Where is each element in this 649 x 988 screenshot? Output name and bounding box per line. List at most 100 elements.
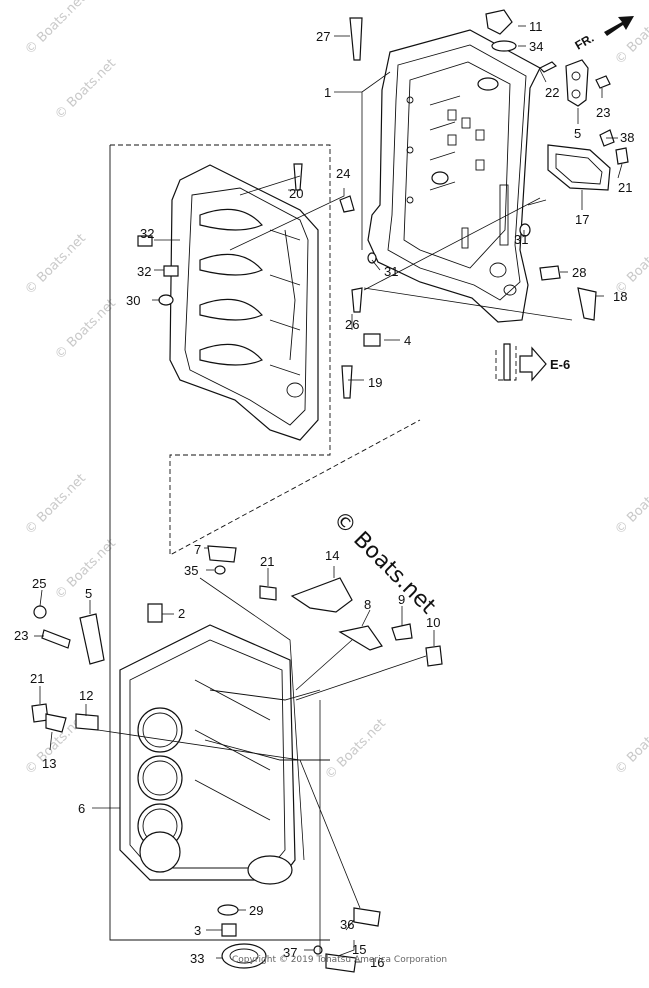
callout-4: 4 (404, 333, 411, 348)
callout-30: 30 (126, 293, 140, 308)
watermark: © Boats.net (52, 296, 119, 363)
part-25-seal (33, 605, 47, 619)
callout-23-lower: 23 (14, 628, 28, 643)
callout-5-lower: 5 (85, 586, 92, 601)
part-32-dowel-b (163, 265, 179, 277)
callout-23-upper: 23 (596, 105, 610, 120)
part-19-bolt (341, 365, 353, 399)
callout-31-a: 31 (514, 232, 528, 247)
part-8-wire (338, 625, 383, 651)
callout-7: 7 (194, 542, 201, 557)
part-5-gasket-lower (79, 613, 105, 665)
callout-37: 37 (283, 945, 297, 960)
callout-18: 18 (613, 289, 627, 304)
callout-20: 20 (289, 186, 303, 201)
callout-21-lower: 21 (30, 671, 44, 686)
callout-13: 13 (42, 756, 56, 771)
part-23-bolt-lower (41, 629, 71, 649)
watermark: © Boats.net (22, 471, 89, 538)
reference-label: E-6 (550, 357, 570, 372)
callout-15: 15 (352, 942, 366, 957)
watermark: © Boats.net (612, 1, 649, 68)
part-30-seal (158, 294, 174, 306)
watermark: © Boats.net (612, 231, 649, 298)
part-2-plug (147, 603, 163, 623)
part-5-gasket-upper (565, 59, 589, 107)
callout-11: 11 (529, 19, 543, 34)
front-label: FR. (573, 31, 597, 53)
watermark: © Boats.net (52, 56, 119, 123)
cylinder-head-frame (109, 144, 421, 941)
callout-10: 10 (426, 615, 440, 630)
callout-25: 25 (32, 576, 46, 591)
watermark: © Boats.net (22, 0, 89, 58)
part-12-sensor (75, 713, 99, 731)
part-26-bolt (351, 287, 363, 313)
callout-1: 1 (324, 85, 331, 100)
part-4-plug (363, 333, 381, 347)
callout-labels: 27 11 34 1 22 23 5 38 21 17 20 24 32 32 … (14, 19, 634, 970)
callout-26: 26 (345, 317, 359, 332)
callout-5-upper: 5 (574, 126, 581, 141)
part-16-sensor (325, 953, 357, 973)
part-23-bolt-upper (595, 75, 611, 89)
callout-6: 6 (78, 801, 85, 816)
watermark: © Boats.net (612, 471, 649, 538)
part-36-sensor (353, 907, 381, 927)
callout-27: 27 (316, 29, 330, 44)
part-37-oring (313, 945, 323, 955)
part-14-bracket (290, 577, 353, 613)
callout-17: 17 (575, 212, 589, 227)
watermark-layer: © Boats.net © Boats.net © Boats.net © Bo… (22, 0, 649, 783)
callout-29: 29 (249, 903, 263, 918)
reference-e6: E-6 (495, 343, 570, 382)
front-arrow-icon (604, 16, 634, 36)
watermark: © Boats.net (22, 231, 89, 298)
watermark: © Boats.net (322, 716, 389, 783)
part-9-bolt (391, 623, 413, 641)
callout-22: 22 (545, 85, 559, 100)
callout-9: 9 (398, 592, 405, 607)
part-3-plug (221, 923, 237, 937)
part-21-bolt-mid (259, 585, 277, 601)
callout-2: 2 (178, 606, 185, 621)
part-35-oring (214, 565, 226, 575)
part-34-oring (491, 40, 517, 52)
part-cylinder-head (169, 164, 319, 441)
callout-34: 34 (529, 39, 543, 54)
part-21-bolt-upper (615, 147, 629, 165)
callout-32-a: 32 (140, 226, 154, 241)
callout-16: 16 (370, 955, 384, 970)
part-6-cylinder-block-lower (119, 624, 330, 885)
part-31-dowel-lower (367, 252, 377, 264)
callout-24: 24 (336, 166, 350, 181)
part-24-bolt (339, 195, 355, 213)
part-18-bolt (577, 287, 597, 321)
watermark: © Boats.net (612, 711, 649, 778)
part-17-cover (547, 144, 611, 191)
callout-8: 8 (364, 597, 371, 612)
part-13-bracket (45, 713, 67, 733)
callout-35: 35 (184, 563, 198, 578)
callout-3: 3 (194, 923, 201, 938)
part-33-oil-seal (221, 943, 267, 969)
leader-lines (34, 25, 623, 963)
callout-12: 12 (79, 688, 93, 703)
part-32-dowel-a (137, 235, 153, 247)
part-29-seal (217, 904, 239, 916)
part-31-dowel (519, 223, 531, 237)
part-27-bolt (349, 17, 363, 61)
part-7-sensor (207, 545, 237, 563)
callout-21-upper: 21 (618, 180, 632, 195)
copyright-notice: Copyright © 2019 Tohatsu America Corpora… (232, 955, 447, 965)
callout-28: 28 (572, 265, 586, 280)
part-22-bolt (538, 61, 558, 73)
part-10-bolt (425, 645, 443, 667)
callout-32-b: 32 (137, 264, 151, 279)
callout-19: 19 (368, 375, 382, 390)
callout-33: 33 (190, 951, 204, 966)
part-11-cap (485, 9, 513, 35)
callout-14: 14 (325, 548, 339, 563)
part-28-plug (539, 265, 561, 281)
